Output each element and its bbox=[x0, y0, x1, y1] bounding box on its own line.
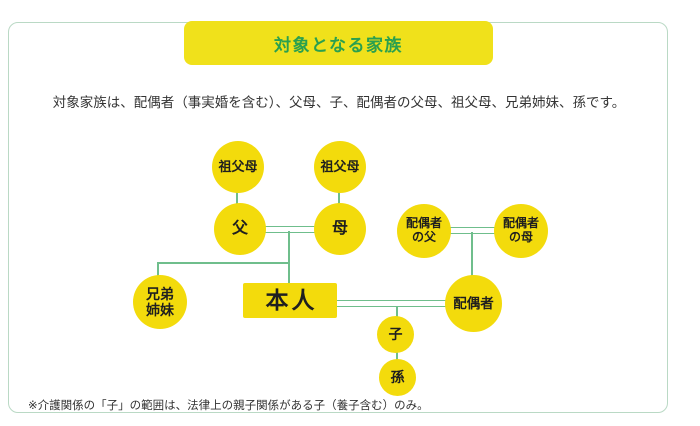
connector-grandparents-left-father bbox=[236, 192, 238, 205]
node-label: 母 bbox=[331, 219, 348, 237]
node-spouse: 配偶者 bbox=[445, 275, 502, 332]
node-label: 配偶者 bbox=[453, 295, 494, 311]
section-title: 対象となる家族 bbox=[274, 35, 403, 55]
node-label: 兄弟 bbox=[146, 285, 174, 302]
connector-siblings-branch bbox=[157, 262, 290, 264]
connector-couple-child bbox=[396, 306, 398, 317]
node-label: 配偶者 bbox=[502, 216, 539, 231]
intro-text: 対象家族は、配偶者（事実婚を含む）、父母、子、配偶者の父母、祖父母、兄弟姉妹、孫… bbox=[52, 95, 626, 110]
node-label: 父 bbox=[231, 219, 248, 237]
node-label: 本人 bbox=[265, 287, 318, 314]
node-label: 祖父母 bbox=[218, 158, 258, 174]
connector-grandparents-right-mother bbox=[338, 192, 340, 205]
connector-child-grandchild bbox=[396, 352, 398, 360]
marriage-line-self-spouse bbox=[336, 300, 446, 307]
node-child: 子 bbox=[377, 316, 414, 353]
node-label: 姉妹 bbox=[146, 302, 174, 318]
node-label: の父 bbox=[411, 230, 436, 244]
node-label: 配偶者 bbox=[405, 216, 442, 231]
node-self: 本人 bbox=[243, 283, 337, 318]
connector-spouse-parents-spouse bbox=[471, 232, 473, 276]
node-spouse-father: 配偶者 の父 bbox=[397, 204, 451, 258]
connector-parents-self bbox=[288, 231, 290, 283]
node-grandparents-left: 祖父母 bbox=[212, 141, 264, 193]
node-father: 父 bbox=[214, 203, 266, 255]
node-label: 子 bbox=[388, 326, 403, 343]
connector-siblings-drop bbox=[157, 262, 159, 277]
node-mother: 母 bbox=[314, 203, 366, 255]
marriage-line-father-mother bbox=[265, 226, 315, 233]
node-label: 祖父母 bbox=[320, 158, 360, 174]
node-grandparents-right: 祖父母 bbox=[314, 141, 366, 193]
node-grandchild: 孫 bbox=[379, 359, 416, 396]
node-siblings: 兄弟 姉妹 bbox=[133, 275, 187, 329]
node-label: の母 bbox=[508, 230, 533, 244]
node-spouse-mother: 配偶者 の母 bbox=[494, 204, 548, 258]
node-label: 孫 bbox=[390, 369, 405, 386]
footnote-text: ※介護関係の「子」の範囲は、法律上の親子関係がある子（養子含む）のみ。 bbox=[28, 400, 429, 412]
section-header: 対象となる家族 bbox=[184, 21, 493, 65]
